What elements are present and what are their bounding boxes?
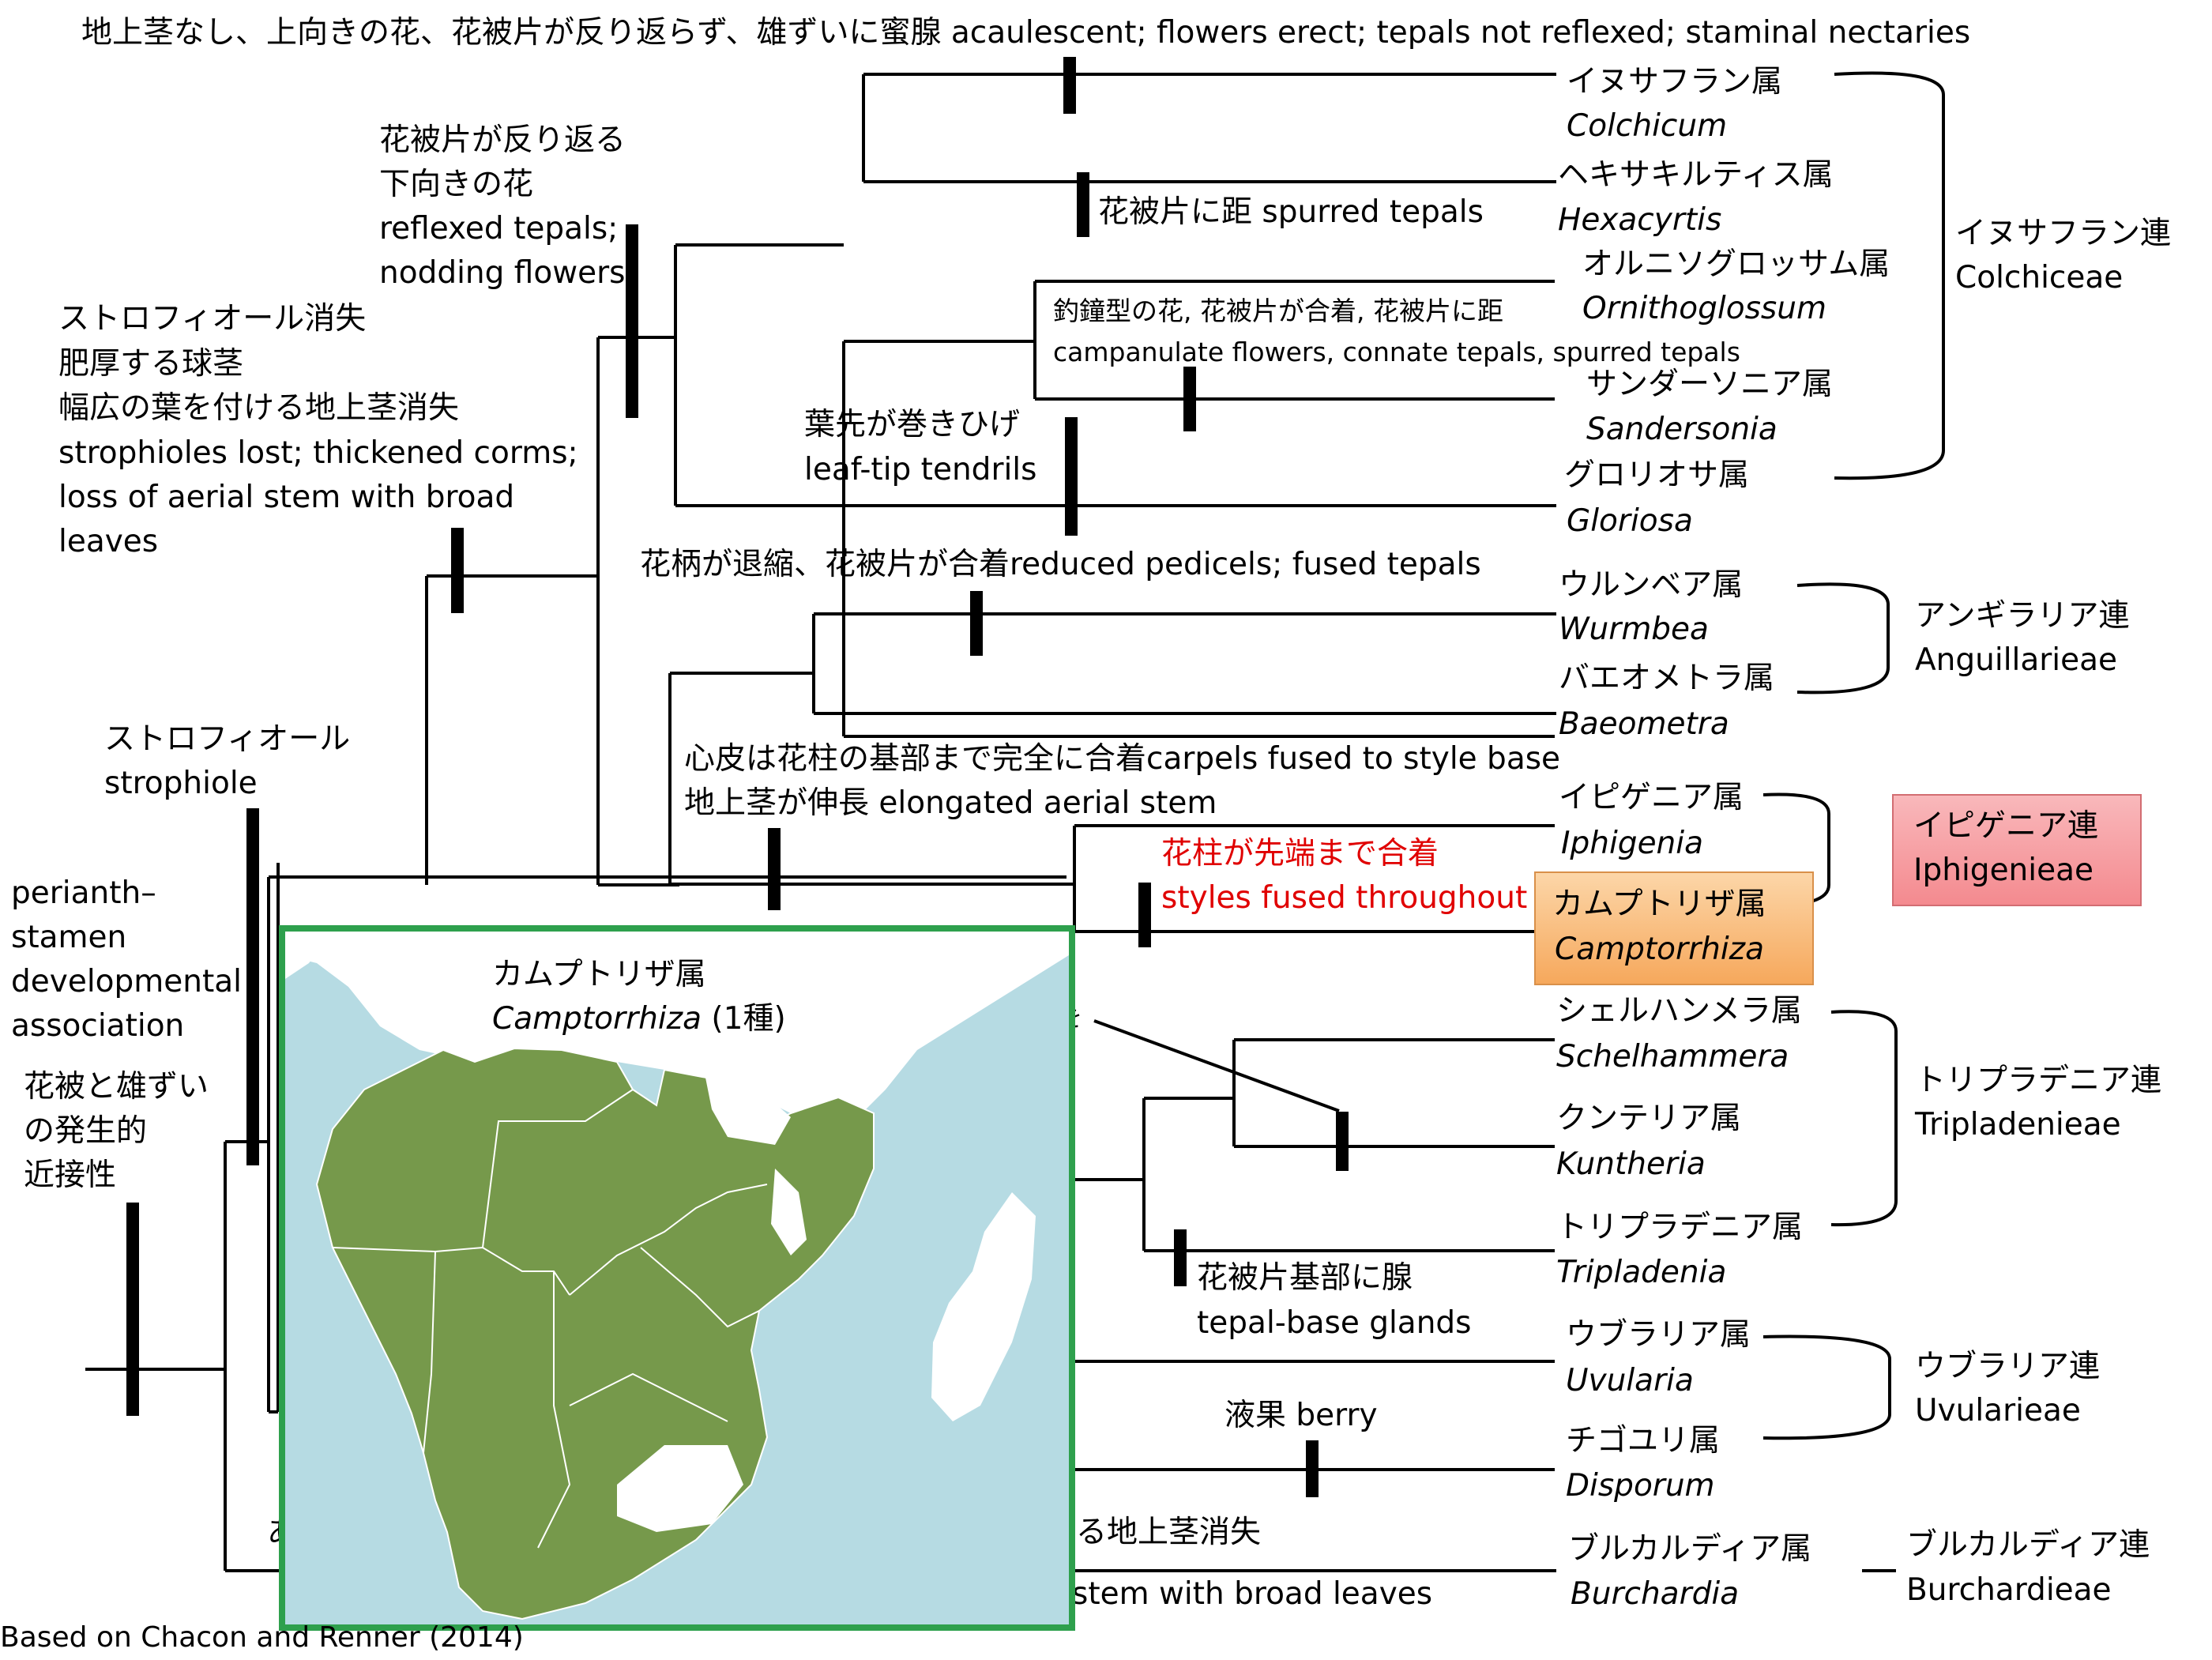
trait-tendrils-jp: 葉先が巻きひげ [804,407,1021,442]
taxon-gloriosa-latin: Gloriosa [1567,503,1693,539]
taxon-gloriosa-jp: グロリオサ属 [1564,457,1750,493]
taxon-sandersonia-latin: Sandersonia [1586,412,1778,447]
trait-reflexed-jp1: 花被片が反り返る [379,122,626,158]
trait-berry: 液果 berry [1224,1398,1378,1433]
citation: Based on Chacon and Renner (2014) [0,1621,524,1654]
map-white-patch-lesotho [617,1445,743,1532]
trait-pedicels: 花柄が退縮、花被片が合着reduced pedicels; fused tepa… [640,547,1481,582]
taxon-kuntheria-jp: クンテリア属 [1556,1101,1742,1136]
tree-branches [85,73,1556,1572]
trait-perianth-en3: developmental [11,964,243,999]
trait-strophioles-lost-jp1: ストロフィオール消失 [58,301,367,337]
taxon-uvularia-latin: Uvularia [1566,1363,1694,1398]
trait-stem-loss-jp-tail: る地上茎消失 [1076,1515,1262,1550]
map-madagascar [931,1192,1036,1421]
map-title-latin: Camptorrhiza [492,1001,702,1037]
trait-strophiole-jp: ストロフィオール [104,721,351,757]
taxon-camptorrhiza-latin: Camptorrhiza [1555,932,1765,967]
taxon-burchardia-jp: ブルカルディア属 [1568,1531,1812,1567]
camptorrhiza-highlight-box [1534,871,1814,985]
map-title-count: (1種) [702,1001,786,1037]
taxon-wurmbea-jp: ウルンベア属 [1559,567,1744,603]
africa-map [285,932,1069,1620]
distribution-map-inset: カムプトリザ属 Camptorrhiza (1種) [279,925,1075,1631]
taxon-uvularia-jp: ウブラリア属 [1566,1317,1751,1353]
map-title-latin-line: Camptorrhiza (1種) [492,998,786,1041]
trait-perianth-en4: association [11,1008,185,1044]
trait-reflexed-en2: nodding flowers [379,255,626,291]
map-borders [332,1089,768,1549]
trait-styles-en: styles fused throughout [1161,880,1528,916]
taxon-hexacyrtis-jp: ヘキサキルティス属 [1558,157,1834,193]
taxon-kuntheria-latin: Kuntheria [1556,1146,1706,1182]
trait-perianth-en2: stamen [11,920,127,955]
trait-tendrils-en: leaf-tip tendrils [804,452,1037,487]
taxon-colchicum-jp: イヌサフラン属 [1567,64,1783,100]
tribe-colchiceae-jp: イヌサフラン連 [1955,216,2172,251]
taxon-iphigenia-latin: Iphigenia [1561,826,1704,861]
trait-perianth-jp2: の発生的 [24,1113,148,1149]
taxon-disporum-latin: Disporum [1566,1468,1715,1504]
trait-reflexed-en1: reflexed tepals; [379,211,619,247]
taxon-baeometra-jp: バエオメトラ属 [1559,661,1775,696]
trait-tepal-glands-en: tepal-base glands [1197,1305,1472,1341]
trait-perianth-jp1: 花被と雄ずい [24,1069,209,1105]
tribe-anguillarieae-latin: Anguillarieae [1915,642,2118,678]
trait-perianth-en1: perianth– [11,875,156,911]
trait-strophioles-lost-en1: strophioles lost; thickened corms; [58,435,578,471]
trait-strophioles-lost-jp2: 肥厚する球茎 [58,346,244,382]
taxon-disporum-jp: チゴユリ属 [1566,1423,1721,1459]
trait-carpels-line2: 地上茎が伸長 elongated aerial stem [684,785,1217,821]
tribe-colchiceae-latin: Colchiceae [1955,260,2124,295]
tribe-iphigenieae-latin: Iphigenieae [1913,853,2094,888]
taxon-camptorrhiza-jp: カムプトリザ属 [1552,886,1766,922]
tribe-burchardieae-latin: Burchardieae [1906,1572,2112,1608]
map-white-patch-malawi [771,1169,807,1255]
synapomorphy-bars [126,57,1349,1497]
taxon-tripladenia-jp: トリプラデニア属 [1556,1210,1804,1245]
tribe-uvularieae-jp: ウブラリア連 [1915,1349,2101,1384]
taxon-burchardia-latin: Burchardia [1571,1576,1740,1612]
tribe-uvularieae-latin: Uvularieae [1915,1393,2081,1429]
top-trait-label: 地上茎なし、上向きの花、花被片が反り返らず、雄ずいに蜜腺 acaulescent… [81,15,1971,51]
taxon-colchicum-latin: Colchicum [1567,108,1728,144]
trait-styles-jp: 花柱が先端まで合着 [1161,836,1439,871]
tribe-iphigenieae-jp: イピゲニア連 [1913,808,2099,844]
map-title-jp: カムプトリザ属 [492,957,706,992]
tribe-burchardieae-jp: ブルカルディア連 [1906,1527,2150,1563]
trait-strophioles-lost-en2: loss of aerial stem with broad [58,480,515,515]
taxon-iphigenia-jp: イピゲニア属 [1559,780,1744,815]
taxon-wurmbea-latin: Wurmbea [1559,612,1709,647]
taxon-schelhammera-latin: Schelhammera [1556,1039,1789,1075]
trait-spurred: 花被片に距 spurred tepals [1098,194,1484,230]
taxon-sandersonia-jp: サンダーソニア属 [1586,367,1834,402]
tribe-tripladenieae-jp: トリプラデニア連 [1915,1063,2162,1098]
map-range-area [315,1047,875,1620]
map-white-patch-tanzania-lake [704,1070,791,1145]
taxon-ornithoglossum-latin: Ornithoglossum [1582,291,1826,326]
trait-campanulate-jp: 釣鐘型の花, 花被片が合着, 花被片に距 [1053,295,1503,326]
trait-campanulate-en: campanulate flowers, connate tepals, spu… [1053,337,1740,367]
taxon-tripladenia-latin: Tripladenia [1556,1255,1727,1290]
trait-strophioles-lost-jp3: 幅広の葉を付ける地上茎消失 [58,390,460,426]
taxon-schelhammera-jp: シェルハンメラ属 [1556,993,1802,1029]
tribe-anguillarieae-jp: アンギラリア連 [1915,598,2130,634]
tribe-tripladenieae-latin: Tripladenieae [1915,1107,2121,1142]
taxon-hexacyrtis-latin: Hexacyrtis [1558,202,1722,238]
trait-strophioles-lost-en3: leaves [58,524,159,559]
trait-perianth-jp3: 近接性 [24,1157,117,1193]
map-white-patch-coast [285,932,333,979]
map-land-north [285,932,1069,1121]
trait-reflexed-jp2: 下向きの花 [379,167,534,202]
taxon-ornithoglossum-jp: オルニソグロッサム属 [1582,247,1890,282]
trait-stem-loss-en-tail: stem with broad leaves [1072,1576,1433,1612]
trait-tepal-glands-jp: 花被片基部に腺 [1197,1260,1413,1296]
iphigenieae-highlight-box [1892,794,2142,906]
taxon-baeometra-latin: Baeometra [1559,706,1729,742]
trait-strophiole-en: strophiole [104,766,258,801]
trait-carpels-line1: 心皮は花柱の基部まで完全に合着carpels fused to style ba… [684,741,1561,777]
